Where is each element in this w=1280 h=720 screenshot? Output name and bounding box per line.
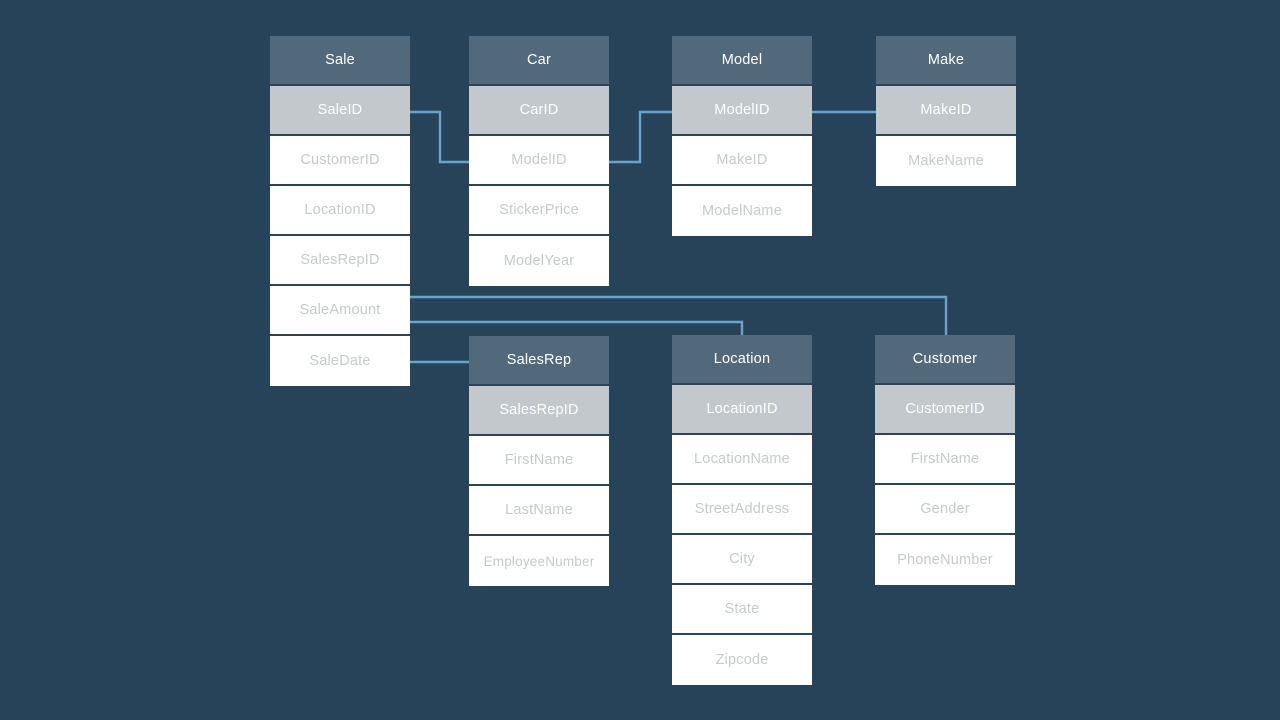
- entity-model-pk[interactable]: ModelID: [672, 86, 812, 136]
- entity-location-field-state[interactable]: State: [672, 585, 812, 635]
- entity-customer[interactable]: Customer CustomerID FirstName Gender Pho…: [875, 335, 1015, 585]
- entity-sale-field-customerid[interactable]: CustomerID: [270, 136, 410, 186]
- connector-sale-to-car: [404, 110, 474, 164]
- entity-salesrep-title: SalesRep: [469, 336, 609, 386]
- entity-customer-title: Customer: [875, 335, 1015, 385]
- entity-location-field-zipcode[interactable]: Zipcode: [672, 635, 812, 685]
- entity-salesrep-pk[interactable]: SalesRepID: [469, 386, 609, 436]
- entity-salesrep[interactable]: SalesRep SalesRepID FirstName LastName E…: [469, 336, 609, 586]
- entity-model[interactable]: Model ModelID MakeID ModelName: [672, 36, 812, 236]
- entity-salesrep-field-firstname[interactable]: FirstName: [469, 436, 609, 486]
- entity-car[interactable]: Car CarID ModelID StickerPrice ModelYear: [469, 36, 609, 286]
- entity-make[interactable]: Make MakeID MakeName: [876, 36, 1016, 186]
- entity-sale-field-saledate[interactable]: SaleDate: [270, 336, 410, 386]
- entity-car-pk[interactable]: CarID: [469, 86, 609, 136]
- entity-location[interactable]: Location LocationID LocationName StreetA…: [672, 335, 812, 685]
- entity-location-field-streetaddress[interactable]: StreetAddress: [672, 485, 812, 535]
- entity-salesrep-field-lastname[interactable]: LastName: [469, 486, 609, 536]
- entity-customer-field-firstname[interactable]: FirstName: [875, 435, 1015, 485]
- entity-location-field-city[interactable]: City: [672, 535, 812, 585]
- entity-model-field-makeid[interactable]: MakeID: [672, 136, 812, 186]
- entity-model-title: Model: [672, 36, 812, 86]
- entity-car-field-modelid[interactable]: ModelID: [469, 136, 609, 186]
- entity-make-title: Make: [876, 36, 1016, 86]
- entity-make-field-makename[interactable]: MakeName: [876, 136, 1016, 186]
- entity-sale-field-salesrepid[interactable]: SalesRepID: [270, 236, 410, 286]
- entity-customer-field-phonenumber[interactable]: PhoneNumber: [875, 535, 1015, 585]
- entity-location-pk[interactable]: LocationID: [672, 385, 812, 435]
- entity-car-title: Car: [469, 36, 609, 86]
- entity-location-title: Location: [672, 335, 812, 385]
- entity-salesrep-field-employeenumber[interactable]: EmployeeNumber: [469, 536, 609, 586]
- entity-make-pk[interactable]: MakeID: [876, 86, 1016, 136]
- entity-car-field-stickerprice[interactable]: StickerPrice: [469, 186, 609, 236]
- entity-model-field-modelname[interactable]: ModelName: [672, 186, 812, 236]
- entity-sale[interactable]: Sale SaleID CustomerID LocationID SalesR…: [270, 36, 410, 386]
- entity-car-field-modelyear[interactable]: ModelYear: [469, 236, 609, 286]
- entity-customer-pk[interactable]: CustomerID: [875, 385, 1015, 435]
- entity-customer-field-gender[interactable]: Gender: [875, 485, 1015, 535]
- entity-sale-pk[interactable]: SaleID: [270, 86, 410, 136]
- entity-sale-field-locationid[interactable]: LocationID: [270, 186, 410, 236]
- entity-sale-field-saleamount[interactable]: SaleAmount: [270, 286, 410, 336]
- entity-sale-title: Sale: [270, 36, 410, 86]
- connector-car-to-model: [606, 110, 676, 164]
- entity-location-field-locationname[interactable]: LocationName: [672, 435, 812, 485]
- connector-sale-to-customer: [408, 295, 948, 338]
